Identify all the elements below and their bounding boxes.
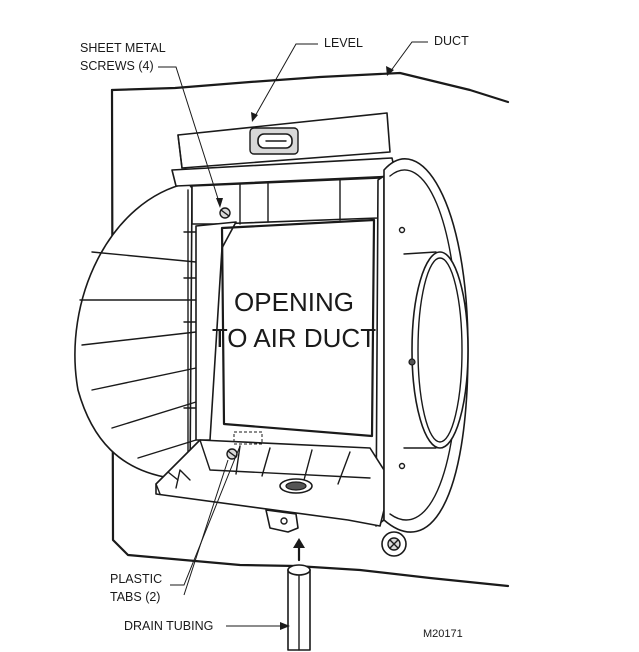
drain-fitting — [279, 478, 313, 494]
opening-label-line2: TO AIR DUCT — [212, 323, 376, 353]
model-code-label: M20171 — [423, 628, 463, 640]
leader-lines — [158, 41, 428, 630]
duct-outline — [110, 71, 510, 588]
plastic-tabs-label-line1: PLASTIC — [110, 572, 162, 586]
drain-arrow — [293, 538, 305, 562]
sheet-metal-screws — [219, 207, 238, 460]
housing-frame — [155, 157, 397, 533]
opening-label-line1: OPENING — [234, 287, 354, 317]
level-tool — [177, 112, 391, 169]
mounting-bolt — [381, 531, 407, 557]
air-duct-opening — [220, 218, 376, 438]
housing-right-cylinder — [383, 158, 469, 533]
sheet-metal-screws-label-line1: SHEET METAL — [80, 41, 166, 55]
duct-label: DUCT — [434, 34, 469, 48]
drain-tubing — [287, 564, 311, 651]
level-label: LEVEL — [324, 36, 363, 50]
plastic-tabs-label-line2: TABS (2) — [110, 590, 160, 604]
sheet-metal-screws-label-line2: SCREWS (4) — [80, 59, 154, 73]
drain-tubing-label: DRAIN TUBING — [124, 619, 213, 633]
housing-left — [74, 182, 205, 479]
